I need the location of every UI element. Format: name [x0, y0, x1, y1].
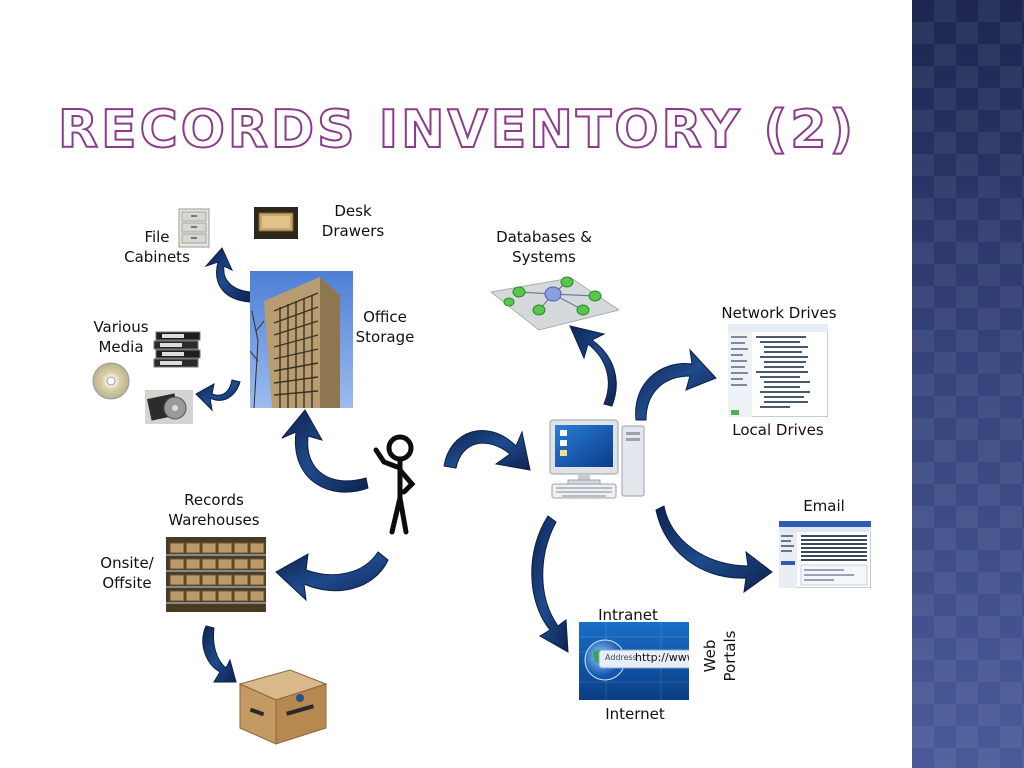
arrow-to-file-cabinets [204, 247, 251, 303]
label-onsite-offsite: Onsite/ Offsite [100, 554, 154, 592]
records-storage-box-icon [238, 669, 328, 745]
email-window-image [779, 521, 871, 588]
label-file-cabinets: File Cabinets [124, 228, 190, 266]
label-local-drives: Local Drives [732, 421, 824, 439]
storage-disks-icon [145, 390, 193, 424]
slide-title: Records Inventory (2) [57, 99, 857, 161]
address-bar-url: http://www [635, 651, 689, 664]
media-tapes-icon [153, 331, 201, 368]
arrow-to-office-storage [281, 409, 369, 493]
arrow-to-email [655, 505, 773, 594]
label-records-warehouses: Records Warehouses [168, 491, 260, 529]
address-bar-label: Address [605, 653, 637, 662]
label-office-storage: Office Storage [355, 308, 415, 346]
office-building-icon [250, 271, 353, 408]
desktop-computer-icon [549, 419, 645, 499]
arrow-to-network-drives [635, 348, 717, 421]
desk-drawer-icon [254, 207, 298, 239]
cd-disc-icon [92, 362, 130, 400]
arrow-to-records-box [202, 625, 237, 683]
file-cabinet-icon [178, 208, 210, 248]
label-email: Email [803, 497, 845, 515]
flow-arrows [195, 247, 773, 683]
network-drives-window-image [728, 324, 828, 417]
decorative-side-band [912, 0, 1024, 768]
label-desk-drawers: Desk Drawers [321, 202, 385, 240]
arrow-to-computer [443, 430, 531, 471]
stick-figure-person-icon [373, 434, 416, 535]
internet-browser-image: Address http://www [579, 622, 689, 700]
label-web-portals: Web Portals [701, 630, 739, 682]
label-network-drives: Network Drives [721, 304, 837, 322]
label-internet: Internet [605, 705, 665, 723]
arrow-to-warehouse [275, 551, 389, 602]
arrow-to-intranet [531, 515, 569, 653]
databases-systems-diagram-icon [491, 276, 619, 331]
arrow-to-media [195, 379, 241, 412]
label-various-media: Various Media [93, 318, 149, 356]
records-warehouse-image [166, 537, 266, 612]
label-intranet: Intranet [598, 606, 658, 624]
label-databases-systems: Databases & Systems [496, 228, 592, 266]
arrow-to-databases [569, 325, 617, 407]
